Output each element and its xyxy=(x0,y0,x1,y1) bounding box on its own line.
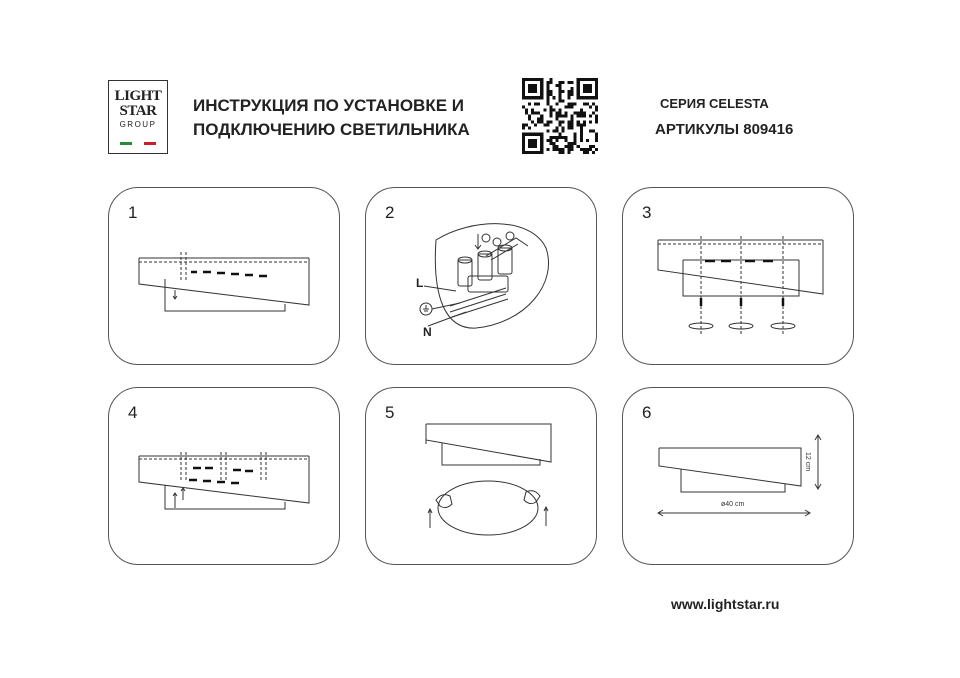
step-number: 5 xyxy=(385,403,395,422)
step-panel-1: 1 xyxy=(108,187,340,365)
step-5-illustration xyxy=(425,423,552,536)
italian-flag-stripe xyxy=(120,142,156,145)
logo-text-light: LIGHT xyxy=(114,88,162,104)
step-panel-6: 6 ø40 cm 12 cm xyxy=(622,387,854,565)
website-url[interactable]: www.lightstar.ru xyxy=(671,596,780,612)
step-panel-3: 3 xyxy=(622,187,854,365)
title-line-1: ИНСТРУКЦИЯ ПО УСТАНОВКЕ И xyxy=(193,96,464,115)
series-label: СЕРИЯ CELESTA xyxy=(660,96,769,111)
article-label: АРТИКУЛЫ 809416 xyxy=(655,121,794,138)
height-dimension-label: 12 cm xyxy=(804,452,811,472)
qr-code xyxy=(522,78,598,154)
brand-logo: LIGHT STAR GROUP xyxy=(108,80,168,154)
step-number: 1 xyxy=(128,203,138,222)
step-number: 3 xyxy=(642,203,652,222)
live-wire-label: L xyxy=(416,276,424,290)
step-panel-2: 2 L N xyxy=(365,187,597,365)
step-panel-4: 4 xyxy=(108,387,340,565)
title-line-2: ПОДКЛЮЧЕНИЮ СВЕТИЛЬНИКА xyxy=(193,120,470,139)
step-4-illustration xyxy=(138,452,310,510)
step-1-illustration xyxy=(138,252,310,312)
step-number: 6 xyxy=(642,403,652,422)
step-6-illustration xyxy=(657,434,822,517)
step-panel-5: 5 xyxy=(365,387,597,565)
step-number: 4 xyxy=(128,403,138,422)
step-2-illustration xyxy=(419,223,549,329)
step-number: 2 xyxy=(385,203,395,222)
logo-text-group: GROUP xyxy=(119,120,157,129)
logo-text-star: STAR xyxy=(119,103,157,119)
step-3-illustration xyxy=(657,236,824,336)
document-title: ИНСТРУКЦИЯ ПО УСТАНОВКЕ И ПОДКЛЮЧЕНИЮ СВ… xyxy=(193,94,470,142)
width-dimension-label: ø40 cm xyxy=(721,501,745,508)
neutral-wire-label: N xyxy=(423,325,432,339)
